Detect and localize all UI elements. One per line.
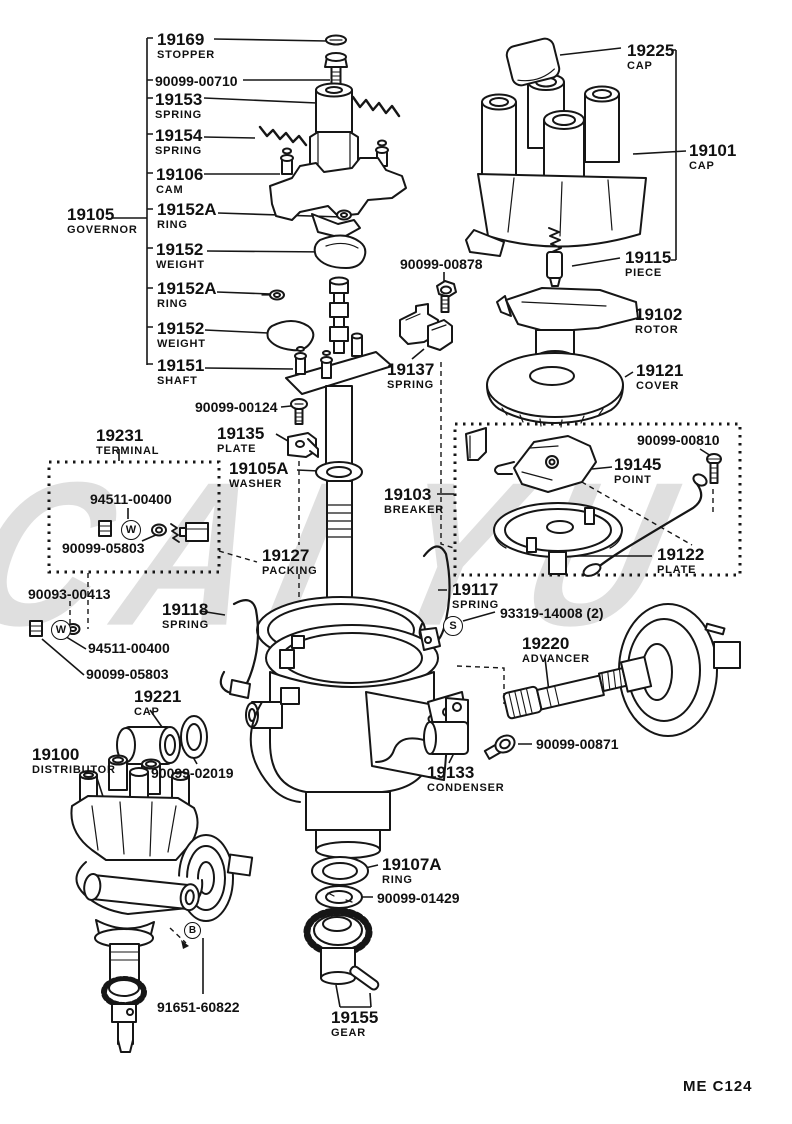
part-label-90099-00710: 90099-00710	[155, 73, 238, 89]
weight-19152-2-drawing	[266, 320, 315, 352]
breaker-assembly-drawing	[465, 427, 722, 577]
rings-bottom-drawing	[311, 856, 369, 909]
part-label-90099-01429: 90099-01429	[377, 890, 460, 906]
part-label-94511-00400: 94511-00400	[88, 640, 170, 656]
terminal-kit-box	[47, 460, 221, 574]
stopper-drawing	[325, 34, 347, 46]
cover-19121-drawing	[486, 352, 624, 428]
main-shaft-drawing	[315, 385, 363, 633]
dashed-lines	[69, 362, 714, 944]
part-label-91651-60822: 91651-60822	[157, 999, 240, 1015]
gear-19155-drawing	[303, 907, 380, 991]
leader-lines	[41, 37, 712, 1008]
condenser-19133-drawing	[375, 697, 469, 763]
assembly-boxes	[47, 422, 742, 577]
spring-19117-drawing	[418, 545, 451, 651]
cap-19221-drawing	[116, 715, 208, 765]
dashed-arrowhead	[181, 940, 189, 949]
ring-19152a-1-drawing	[336, 209, 352, 221]
screw-symbol-s: S	[443, 616, 463, 636]
terminal-kit-parts-drawing	[98, 520, 209, 543]
bolt-00710-drawing	[324, 52, 348, 88]
cap-19225-drawing	[505, 37, 561, 87]
spring-19118-drawing	[219, 599, 260, 699]
page-code: ME C124	[683, 1078, 753, 1095]
cam-plate-drawing	[269, 139, 407, 239]
advancer-19220-drawing	[502, 603, 741, 737]
part-label-90099-00810: 90099-00810	[637, 432, 720, 448]
ring-19152a-2-drawing	[261, 289, 285, 301]
screw-00878-drawing	[436, 280, 457, 313]
weight-19152-1-drawing	[313, 234, 367, 269]
spring-19153-drawing	[351, 95, 401, 118]
part-label-90099-05803: 90099-05803	[86, 666, 169, 682]
part-label-90099-00124: 90099-00124	[195, 399, 278, 415]
cam-cylinder-drawing	[309, 82, 359, 180]
shaft-19151-drawing	[285, 276, 393, 395]
housing-drawing	[245, 624, 469, 859]
spring-19154-drawing	[258, 125, 308, 147]
breaker-kit-box	[453, 422, 742, 577]
screw-00124-drawing	[290, 398, 308, 425]
distributor-19100-drawing	[70, 754, 254, 1053]
piece-19115-drawing	[546, 227, 563, 287]
plate-19135-drawing	[287, 432, 319, 458]
part-label-93319-14008: 93319-14008 (2)	[500, 605, 604, 621]
part-label-90099-02019: 90099-02019	[151, 765, 234, 781]
part-label-90099-00878: 90099-00878	[400, 256, 483, 272]
washer-symbol-w: W	[51, 620, 71, 640]
part-label-90099-05803: 90099-05803	[62, 540, 145, 556]
bolt-symbol-b: B	[184, 922, 201, 939]
distributor-cap-19101-drawing	[465, 73, 647, 257]
part-label-94511-00400: 94511-00400	[90, 491, 172, 507]
part-label-90093-00413: 90093-00413	[28, 586, 111, 602]
part-label-90099-00871: 90099-00871	[536, 736, 619, 752]
washer-symbol-w: W	[121, 520, 141, 540]
screw-00871-drawing	[483, 734, 516, 760]
spring-clamp-19137-drawing	[399, 303, 453, 351]
